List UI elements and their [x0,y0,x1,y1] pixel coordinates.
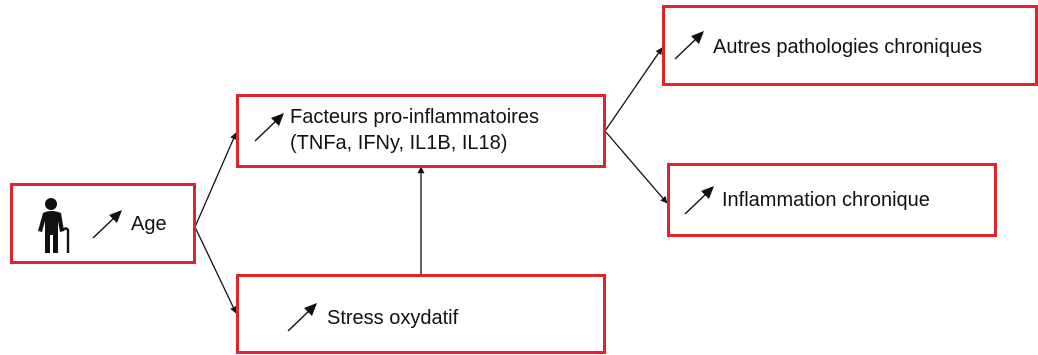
age-node: Age [10,183,196,264]
pro-inflammatory-factors-node: Facteurs pro-inflammatoires (TNFa, IFNy,… [236,94,606,168]
chronic-inflammation-label: Inflammation chronique [722,189,930,211]
edge-pro-inflammatory-to-other-pathologies [604,47,663,132]
pro-inflammatory-title: Facteurs pro-inflammatoires [290,106,539,128]
edge-pro-inflammatory-to-chronic-inflammation [604,130,668,204]
increase-arrow-icon [87,205,127,245]
elderly-person-icon [35,197,77,255]
increase-arrow-icon [282,298,322,338]
edge-age-to-oxidative-stress [194,226,237,314]
increase-arrow-icon [669,26,709,66]
pro-inflammatory-cytokines: (TNFa, IFNy, IL1B, IL18) [290,132,508,154]
other-chronic-pathologies-node: Autres pathologies chroniques [662,5,1038,86]
age-label: Age [131,213,167,235]
chronic-inflammation-node: Inflammation chronique [667,163,997,237]
increase-arrow-icon [679,181,719,221]
oxidative-stress-node: Stress oxydatif [236,274,606,354]
oxidative-stress-label: Stress oxydatif [327,307,459,329]
other-chronic-pathologies-label: Autres pathologies chroniques [713,36,983,58]
increase-arrow-icon [249,108,289,148]
edge-age-to-pro-inflammatory [194,132,237,228]
